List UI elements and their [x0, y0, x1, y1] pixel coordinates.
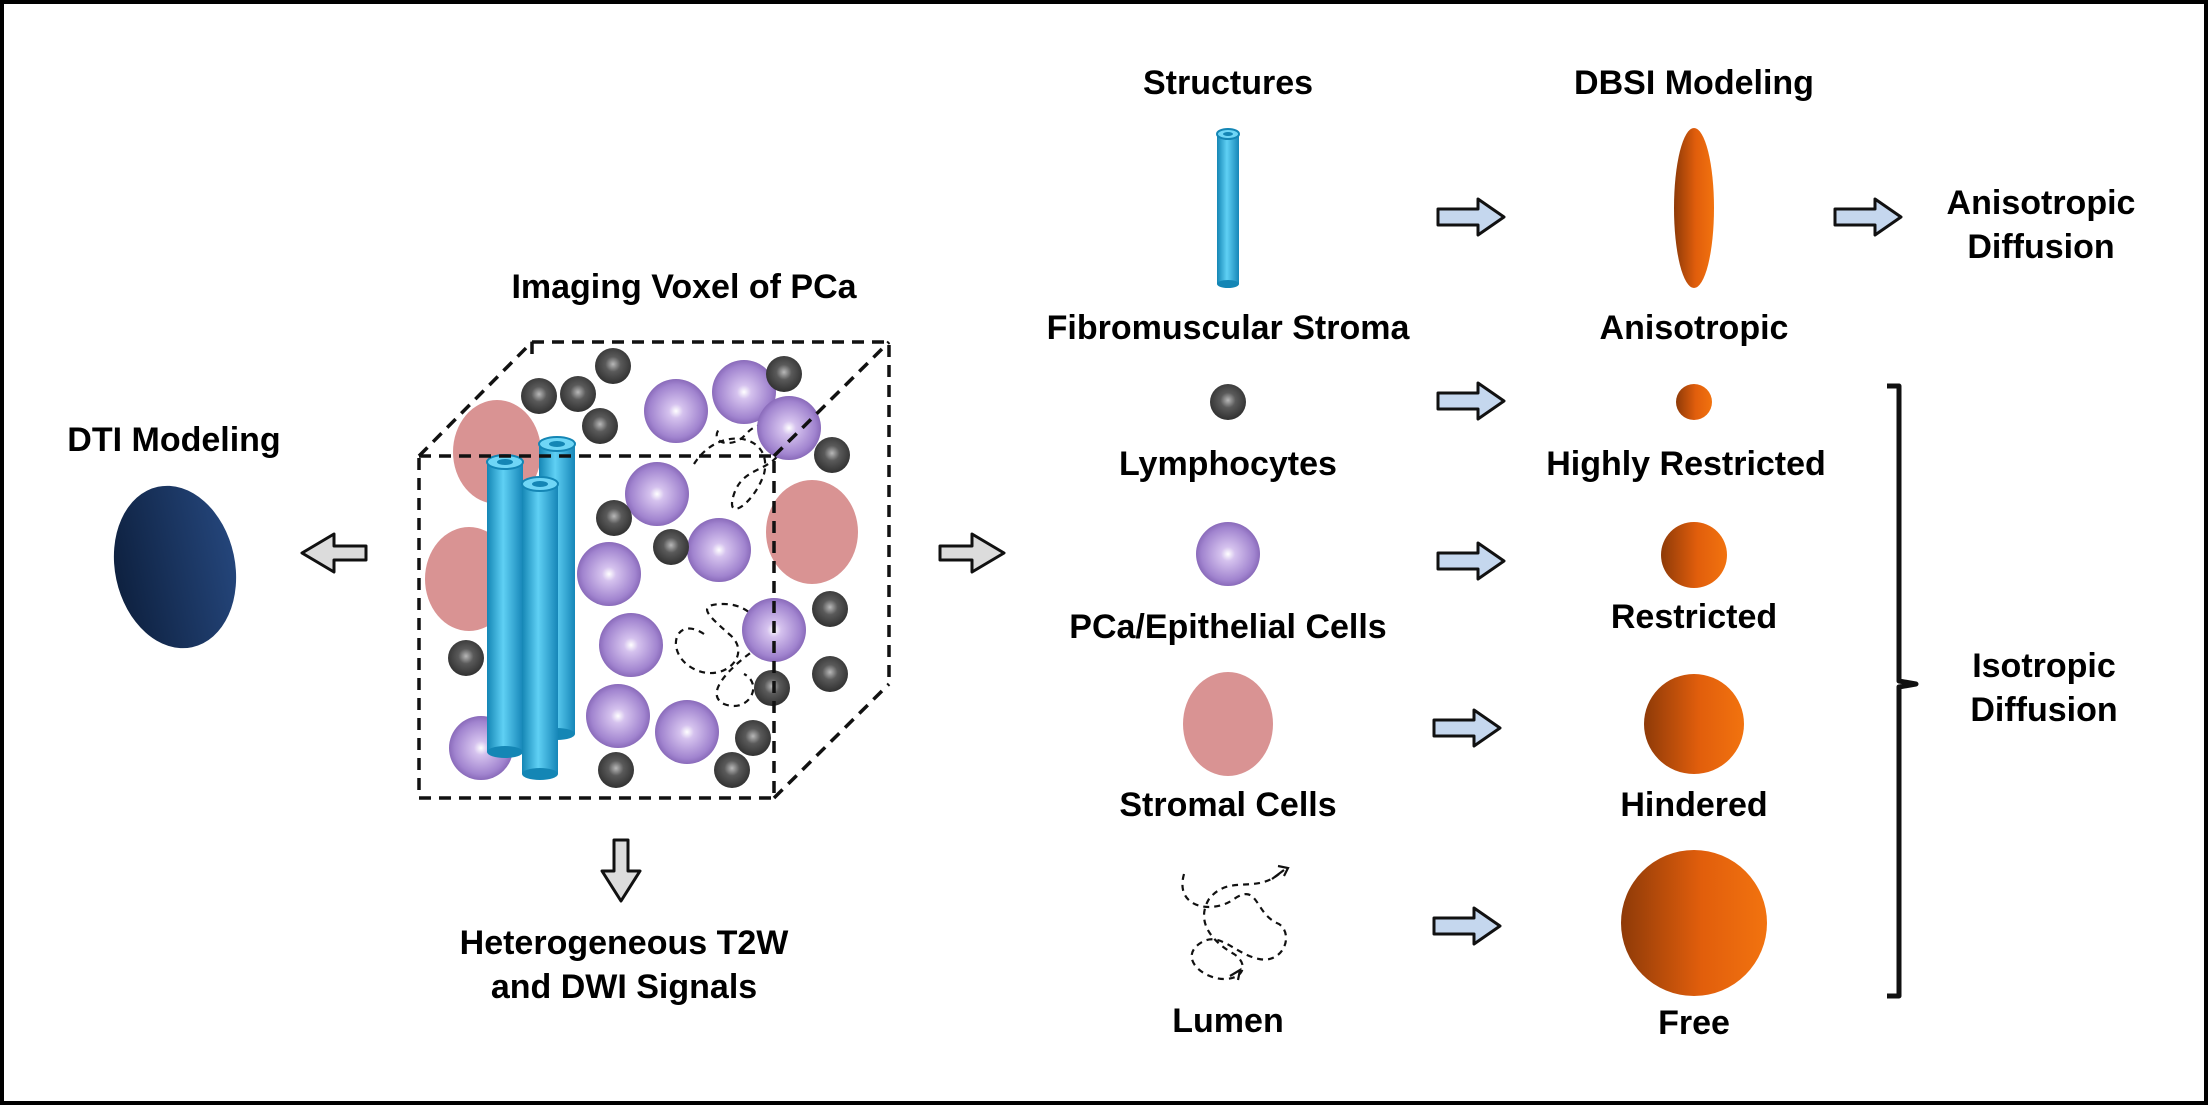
fiber-icon: [1216, 128, 1240, 288]
lymphocyte-icon: [1210, 384, 1246, 420]
lymphocyte-icon: [448, 348, 850, 788]
structure-label: Fibromuscular Stroma: [1046, 309, 1410, 347]
dbsi-modeling-title: DBSI Modeling: [1574, 64, 1814, 102]
random-walk-icon: [1181, 864, 1290, 981]
structure-label: Lumen: [1172, 1002, 1284, 1040]
arrow-right-icon: [1436, 381, 1506, 421]
arrow-right-icon: [1436, 541, 1506, 581]
epithelial-cell-icon: [449, 360, 821, 780]
arrow-right-icon: [1432, 906, 1502, 946]
structure-label: Lymphocytes: [1119, 445, 1337, 483]
signals-line-1: Heterogeneous T2W: [459, 924, 789, 962]
dbsi-label: Restricted: [1610, 598, 1778, 636]
diagram-art: [113, 128, 1919, 999]
structure-label: PCa/Epithelial Cells: [1069, 608, 1387, 646]
isotropic-diffusion-line-2: Diffusion: [1970, 691, 2118, 729]
voxel-cube: [417, 340, 891, 800]
ellipsoid-icon: [1674, 128, 1714, 288]
fiber-icon: [486, 436, 576, 780]
epithelial-cell-icon: [1196, 522, 1260, 586]
structure-label: Stromal Cells: [1119, 786, 1337, 824]
anisotropic-diffusion-line-1: Anisotropic: [1946, 184, 2136, 222]
stromal-cell-icon: [1183, 672, 1273, 776]
brace-icon: [1887, 383, 1919, 999]
structures-title: Structures: [1142, 64, 1314, 102]
sphere-icon: [1676, 384, 1712, 420]
arrow-right-icon: [1436, 197, 1506, 237]
sphere-icon: [1644, 674, 1744, 774]
anisotropic-diffusion-line-2: Diffusion: [1967, 228, 2115, 266]
isotropic-diffusion-line-1: Isotropic: [1972, 647, 2116, 685]
arrow-right-icon: [1833, 197, 1903, 237]
sphere-icon: [1621, 850, 1767, 996]
arrow-down-icon: [600, 838, 642, 903]
arrow-right-icon: [938, 532, 1006, 574]
dbsi-label: Free: [1658, 1004, 1730, 1042]
dbsi-label: Anisotropic: [1599, 309, 1789, 347]
dti-modeling-title: DTI Modeling: [67, 421, 281, 459]
arrow-left-icon: [300, 532, 368, 574]
random-walk-icon: [674, 423, 786, 707]
sphere-icon: [1661, 522, 1727, 588]
voxel-title: Imaging Voxel of PCa: [511, 268, 857, 306]
arrow-right-icon: [1432, 708, 1502, 748]
signals-line-2: and DWI Signals: [490, 968, 758, 1006]
dbsi-label: Highly Restricted: [1546, 445, 1826, 483]
dti-ellipse-icon: [113, 485, 237, 649]
dbsi-label: Hindered: [1620, 786, 1768, 824]
